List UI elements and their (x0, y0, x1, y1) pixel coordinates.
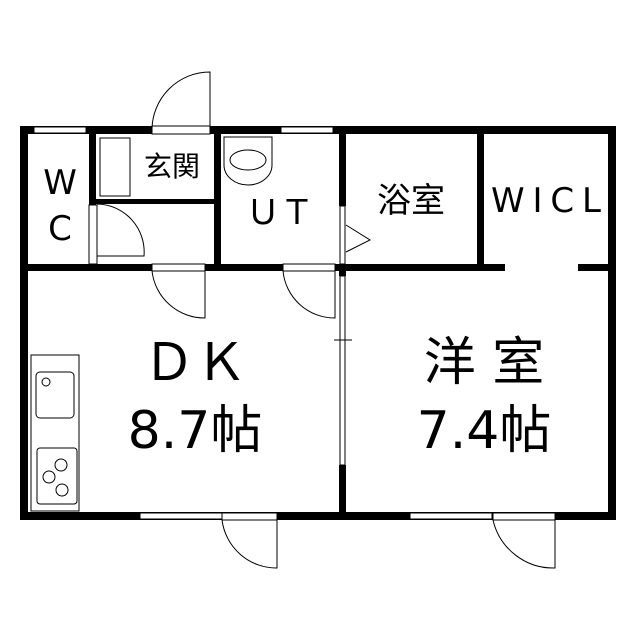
genkan-label: 玄関 (144, 150, 200, 183)
windows (33, 126, 493, 520)
western-room-label: 洋 室 (424, 333, 545, 393)
dk-label: ＤＫ (143, 333, 247, 393)
fixtures (30, 136, 273, 512)
wicl-label: WICL (491, 181, 601, 221)
ut-label: ＵＴ (246, 193, 314, 233)
room-labels: W C 玄関 ＵＴ 浴室 WICL ＤＫ 8.7帖 洋 室 7.4帖 (43, 150, 601, 461)
sink-icon (35, 371, 75, 419)
wc-label-w: W (43, 163, 77, 203)
wc-label-c: C (48, 209, 72, 249)
dk-size: 8.7帖 (128, 401, 263, 461)
bath-label: 浴室 (377, 181, 445, 221)
stove-icon (36, 447, 78, 505)
western-room-size: 7.4帖 (417, 401, 552, 461)
washbasin-icon (223, 136, 273, 186)
doors (88, 71, 556, 569)
